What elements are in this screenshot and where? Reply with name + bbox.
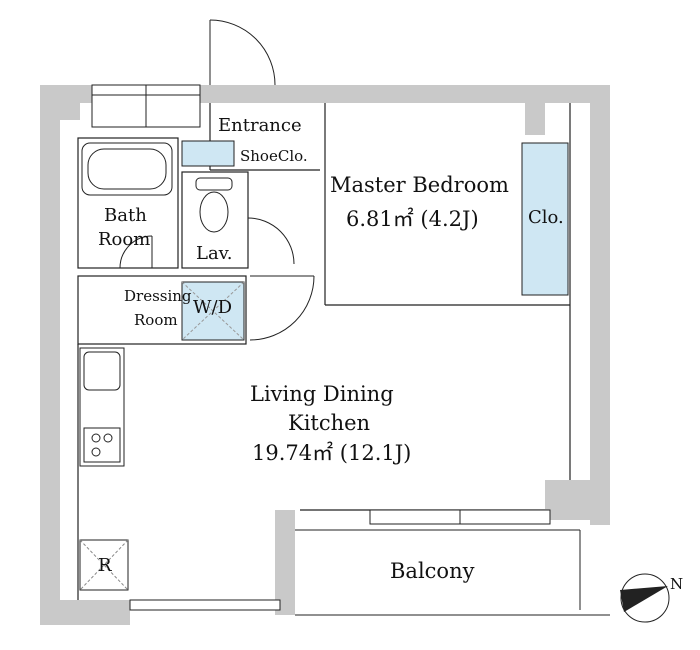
doors xyxy=(119,217,315,341)
refrigerator-box xyxy=(79,539,129,591)
north-arrow-icon xyxy=(620,573,670,623)
bath-room-label-line2: Room xyxy=(98,229,151,250)
north-label: N xyxy=(670,575,684,593)
sink-icon xyxy=(79,347,125,467)
shoe-closet-box xyxy=(181,140,235,167)
entrance-door xyxy=(209,19,276,86)
washer-dryer-label: W/D xyxy=(193,297,232,318)
bath-room-label-line1: Bath xyxy=(104,205,147,226)
master-bedroom-area: 6.81㎡ (4.2J) xyxy=(346,207,479,231)
shoe-closet-label: ShoeClo. xyxy=(240,147,308,165)
bathtub-icon xyxy=(81,142,173,196)
master-bedroom-label: Master Bedroom xyxy=(330,173,509,197)
dressing-room-label-line1: Dressing xyxy=(124,287,192,305)
balcony-windows xyxy=(129,509,551,611)
dressing-room-label-line2: Room xyxy=(134,311,178,329)
refrigerator-label: R xyxy=(98,555,112,576)
ldk-label-line1: Living Dining xyxy=(250,382,394,406)
ldk-label-line2: Kitchen xyxy=(288,411,371,435)
ldk-area: 19.74㎡ (12.1J) xyxy=(252,441,412,465)
closet-box xyxy=(521,142,569,296)
balcony-outline xyxy=(295,529,610,616)
balcony-label: Balcony xyxy=(390,559,475,583)
closet-label: Clo. xyxy=(528,207,564,228)
partitions xyxy=(77,103,571,600)
lavatory-label: Lav. xyxy=(196,243,233,264)
stove-icon xyxy=(83,427,121,463)
entrance-label: Entrance xyxy=(218,115,302,136)
wd-box xyxy=(181,281,245,341)
top-window xyxy=(91,84,201,128)
toilet-icon xyxy=(195,177,233,233)
